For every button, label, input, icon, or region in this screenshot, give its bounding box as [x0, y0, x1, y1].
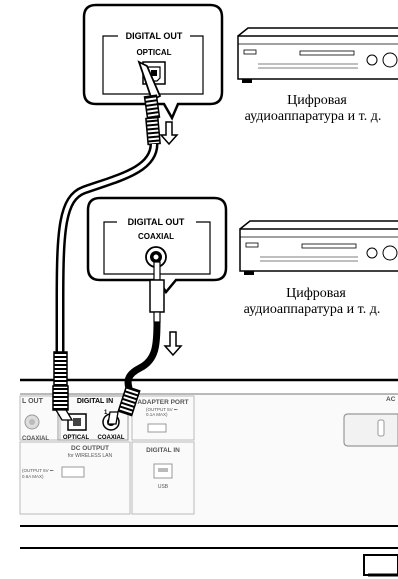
coaxial-plug-top: [149, 261, 165, 323]
digital-in-usb-label: DIGITAL IN: [146, 447, 180, 454]
ac-inlet: [343, 413, 398, 447]
optical-plug-top: [137, 60, 162, 146]
callout-port-label: OPTICAL: [136, 48, 171, 57]
device-caption-line1: Цифровая: [287, 93, 347, 108]
rear-panel: L OUT COAXIAL DIGITAL IN 2 1 OPTICAL COA…: [19, 378, 398, 577]
digital-audio-device-mid: [239, 220, 398, 275]
jack-number-1: 1: [104, 410, 108, 416]
optical-cable: [58, 143, 156, 360]
wireless-lan-label: for WIRELESS LAN: [68, 453, 113, 459]
device-caption-line2: аудиоаппаратура и т. д.: [245, 109, 382, 124]
digital-in-label: DIGITAL IN: [77, 398, 113, 405]
digital-audio-device-top: [237, 27, 398, 83]
optical-label: OPTICAL: [63, 435, 90, 441]
coaxial-label: COAXIAL: [98, 435, 125, 441]
usb-label: USB: [158, 484, 169, 490]
coaxial-left-label: COAXIAL: [22, 436, 49, 442]
adapter-port-label: ADAPTER PORT: [137, 399, 188, 406]
callout-frame-label: DIGITAL OUT: [126, 31, 183, 41]
coaxial-plug-bottom: [107, 385, 141, 425]
adapter-output-spec-1: (OUTPUT 5V ⎓: [146, 407, 178, 412]
callout-coaxial: DIGITAL OUT COAXIAL: [86, 196, 228, 295]
dc-output-label: DC OUTPUT: [71, 445, 109, 452]
ac-label: AC: [386, 396, 396, 403]
optical-plug-bottom: [52, 351, 74, 421]
callout-port-label: COAXIAL: [138, 232, 174, 241]
l-out-label: L OUT: [22, 398, 44, 405]
adapter-port-socket: [147, 423, 167, 433]
device-caption-line1: Цифровая: [286, 286, 346, 301]
dc-output-spec-1: (OUTPUT 5V ⎓: [22, 468, 54, 473]
dc-output-spec-2: 0.6A MAX): [22, 474, 44, 479]
arrow-down-icon: [159, 121, 179, 146]
adapter-output-spec-2: 0.1A MAX): [146, 412, 168, 417]
coaxial-cable: [124, 321, 161, 393]
callout-frame-label: DIGITAL OUT: [128, 217, 185, 227]
dc-output-socket: [61, 466, 85, 478]
device-caption-line2: аудиоаппаратура и т. д.: [244, 302, 381, 317]
arrow-down-icon: [163, 331, 183, 357]
device-foot: [363, 554, 398, 576]
